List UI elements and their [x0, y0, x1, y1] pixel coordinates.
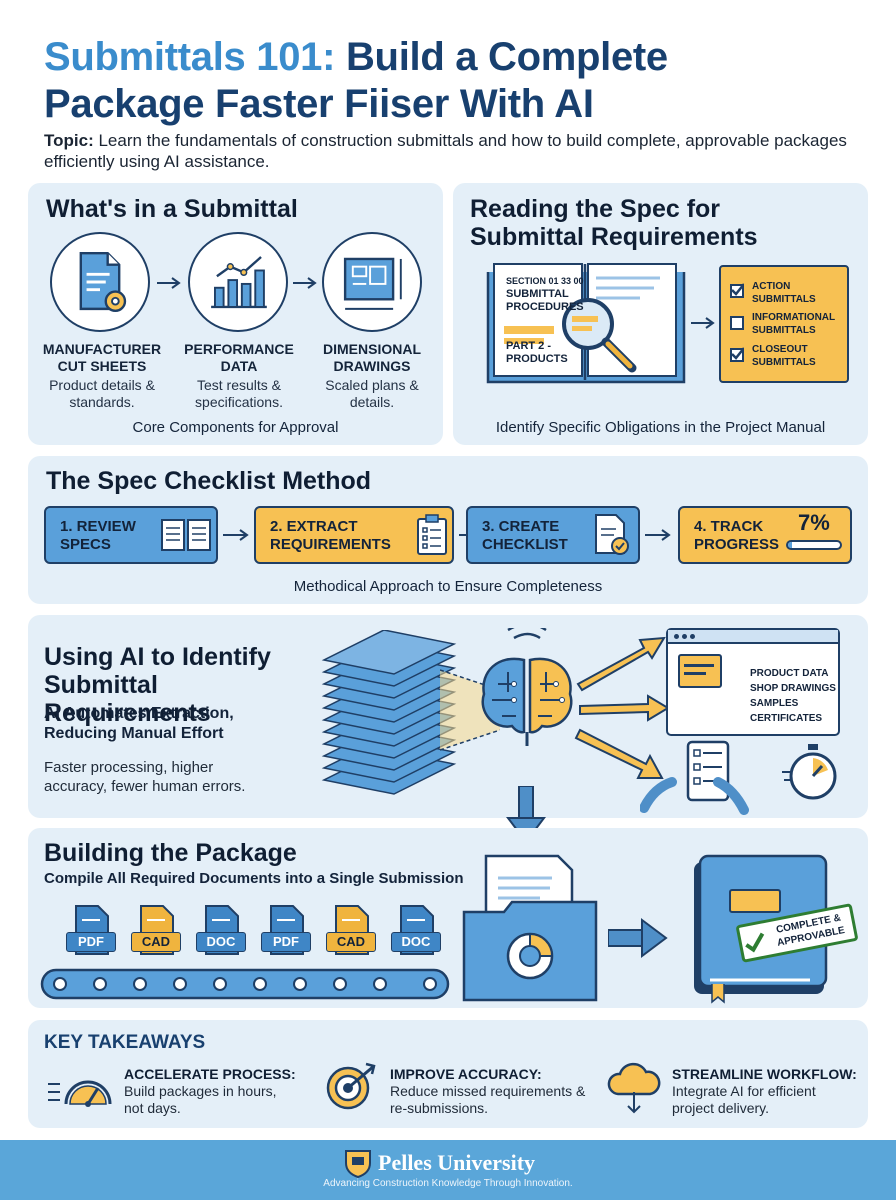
takeaway-accuracy-title: IMPROVE ACCURACY: — [390, 1066, 542, 1082]
arrow-icon — [691, 317, 715, 329]
arrow-icon — [293, 277, 317, 289]
footer: Pelles University Advancing Construction… — [0, 1140, 896, 1200]
progress-bar — [786, 540, 842, 550]
file-type-label: PDF — [261, 932, 311, 952]
takeaway-streamline-title: STREAMLINE WORKFLOW: — [672, 1066, 857, 1082]
step-extract-label: 2. EXTRACT REQUIREMENTS — [270, 518, 391, 553]
file-badge: DOC — [391, 904, 441, 956]
cut-sheets-desc: Product details & standards. — [49, 377, 155, 410]
arrow-icon — [645, 529, 671, 541]
cut-sheets-title: MANUFACTURER CUT SHEETS — [42, 341, 162, 374]
checkbox-empty-icon — [730, 316, 744, 330]
performance-data-title: PERFORMANCE DATA — [184, 341, 294, 374]
conveyor-belt-icon — [40, 968, 450, 1000]
informational-submittals-label: INFORMATIONAL SUBMITTALS — [752, 312, 835, 336]
tablet-checklist-icon — [640, 740, 749, 815]
bar-chart-icon — [188, 232, 288, 332]
whats-in-title: What's in a Submittal — [46, 195, 298, 223]
file-badge: PDF — [261, 904, 311, 956]
clipboard-icon — [417, 514, 447, 555]
checklist-method-title: The Spec Checklist Method — [46, 467, 372, 495]
using-ai-body: Faster processing, higher accuracy, fewe… — [44, 759, 246, 795]
step-review-label: 1. REVIEW SPECS — [60, 518, 136, 553]
file-type-label: CAD — [326, 932, 376, 952]
document-stack-icon — [321, 630, 457, 795]
using-ai-title: Using AI to Identify Submittal Requireme… — [44, 643, 271, 727]
arrow-icon — [157, 277, 181, 289]
shield-logo-icon — [345, 1150, 371, 1179]
check-mark-icon — [745, 932, 765, 953]
arrow-icon — [223, 529, 249, 541]
progress-percent: 7% — [798, 510, 830, 535]
action-submittals-label: ACTION SUBMITTALS — [752, 281, 816, 305]
ai-list-product-data: PRODUCT DATA — [750, 668, 829, 679]
takeaway-streamline-text: Integrate AI for efficient project deliv… — [672, 1083, 816, 1116]
book-part: PART 2 - PRODUCTS — [506, 340, 568, 365]
step-track-label: 4. TRACK PROGRESS — [694, 518, 780, 553]
approval-stamp: COMPLETE & APPROVABLE — [735, 903, 859, 963]
reading-spec-title: Reading the Spec for Submittal Requireme… — [470, 195, 758, 251]
file-type-label: DOC — [391, 932, 441, 952]
step-extract-requirements: 2. EXTRACT REQUIREMENTS — [254, 506, 454, 564]
topic-text: Topic: Learn the fundamentals of constru… — [44, 130, 864, 172]
takeaway-accuracy-text: Reduce missed requirements & re-submissi… — [390, 1083, 586, 1116]
checkbox-checked-icon — [730, 347, 744, 362]
file-badge: PDF — [66, 904, 116, 956]
folder-icon — [462, 854, 598, 1002]
book-section: SECTION 01 33 00 — [506, 276, 584, 286]
app-window — [666, 628, 840, 736]
cloud-download-icon — [607, 1062, 661, 1114]
using-ai-subtitle: AI Automates Extraction, Reducing Manual… — [44, 705, 234, 742]
output-arrows-icon — [574, 636, 670, 779]
book-heading: SUBMITTAL PROCEDURES — [506, 288, 584, 313]
ai-list-samples: SAMPLES — [750, 698, 799, 709]
file-badge: CAD — [131, 904, 181, 956]
progress-bar-fill — [788, 542, 792, 548]
key-takeaways-panel — [28, 1020, 868, 1128]
file-row: PDF CAD DOC PDF CAD DOC — [66, 904, 472, 964]
document-gear-icon — [50, 232, 150, 332]
step-review-specs: 1. REVIEW SPECS — [44, 506, 218, 564]
step-create-checklist: 3. CREATE CHECKLIST — [466, 506, 640, 564]
arrow-right-icon — [608, 918, 668, 958]
dimensional-drawings-desc: Scaled plans & details. — [325, 377, 419, 410]
file-badge: DOC — [196, 904, 246, 956]
open-book-icon — [161, 519, 211, 551]
takeaway-accelerate-text: Build packages in hours, not days. — [124, 1083, 277, 1116]
takeaway-accelerate-title: ACCELERATE PROCESS: — [124, 1066, 296, 1082]
building-title: Building the Package — [44, 839, 297, 867]
performance-data-desc: Test results & specifications. — [195, 377, 283, 410]
file-type-label: DOC — [196, 932, 246, 952]
footer-brand: Pelles University — [378, 1150, 536, 1175]
topic-label: Topic: — [44, 131, 94, 150]
step-create-label: 3. CREATE CHECKLIST — [482, 518, 568, 553]
file-type-label: CAD — [131, 932, 181, 952]
building-subtitle: Compile All Required Documents into a Si… — [44, 870, 464, 887]
title-accent: Submittals 101: — [44, 35, 336, 79]
file-badge: CAD — [326, 904, 376, 956]
title-line2: Package Faster Fiiser With AI — [44, 82, 594, 126]
closeout-submittals-label: CLOSEOUT SUBMITTALS — [752, 344, 816, 368]
stopwatch-icon — [782, 744, 837, 800]
step-track-progress: 4. TRACK PROGRESS 7% — [678, 506, 852, 564]
topic-body: Learn the fundamentals of construction s… — [44, 131, 847, 171]
page-title: Submittals 101: Build a Complete Package… — [44, 34, 864, 128]
file-type-label: PDF — [66, 932, 116, 952]
target-icon — [326, 1062, 376, 1110]
title-line1: Build a Complete — [335, 35, 668, 79]
dimensional-drawings-title: DIMENSIONAL DRAWINGS — [323, 341, 421, 374]
ai-brain-icon — [481, 628, 573, 746]
takeaways-title: KEY TAKEAWAYS — [44, 1032, 206, 1053]
ai-list-certificates: CERTIFICATES — [750, 713, 823, 724]
checkbox-checked-icon — [730, 283, 744, 298]
spec-book-icon — [484, 258, 688, 394]
checklist-method-caption: Methodical Approach to Ensure Completene… — [293, 578, 603, 595]
reading-spec-caption: Identify Specific Obligations in the Pro… — [495, 419, 826, 436]
footer-tagline: Advancing Construction Knowledge Through… — [323, 1178, 573, 1189]
speedometer-icon — [48, 1080, 112, 1107]
ai-list-shop-drawings: SHOP DRAWINGS — [750, 683, 836, 694]
blueprint-icon — [322, 232, 422, 332]
whats-in-caption: Core Components for Approval — [132, 419, 339, 436]
document-check-icon — [595, 514, 629, 555]
